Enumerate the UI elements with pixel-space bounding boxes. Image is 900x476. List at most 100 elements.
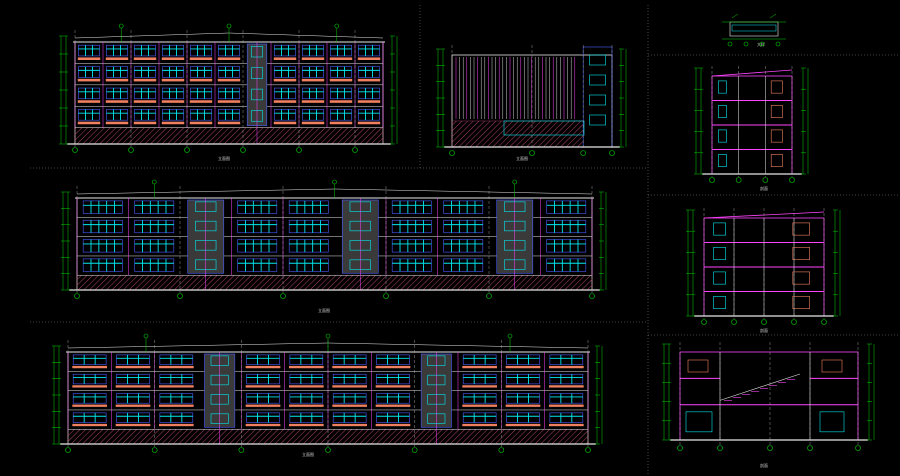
grid-axis-bubble: [762, 177, 769, 183]
spandrel-panel: [329, 78, 353, 82]
section-opening: [819, 411, 845, 433]
window-frame: [462, 393, 497, 404]
window-frame: [506, 412, 540, 423]
grid-axis-bubble: [449, 150, 455, 156]
window-frame: [391, 258, 432, 272]
spandrel-panel: [159, 365, 194, 369]
elevation-marker-bubble: [507, 333, 513, 339]
window-frame: [288, 200, 329, 214]
window-frame: [462, 412, 497, 423]
window-frame: [134, 44, 156, 57]
window-frame: [274, 66, 296, 78]
spandrel-panel: [505, 423, 541, 427]
spandrel-panel: [245, 385, 281, 388]
section-window: [792, 222, 810, 236]
window-frame: [549, 354, 584, 365]
spandrel-panel: [375, 404, 411, 407]
grid-axis-bubble: [759, 41, 765, 47]
elevation-marker-bubble: [226, 23, 232, 29]
window-frame: [443, 219, 484, 234]
section-window: [792, 247, 810, 260]
parapet-line: [327, 342, 589, 349]
window-frame: [72, 412, 107, 423]
grid-axis-bubble: [65, 447, 71, 453]
grid-axis-bubble: [352, 147, 358, 153]
window-frame: [332, 412, 367, 423]
east-elevation-drawing: 立面图: [436, 45, 627, 161]
window-frame: [78, 87, 100, 100]
spandrel-panel: [505, 385, 541, 388]
spandrel-panel: [115, 365, 151, 369]
spandrel-panel: [77, 100, 101, 103]
ground-glazing: [503, 120, 585, 136]
window-frame: [162, 66, 184, 78]
window-frame: [549, 412, 584, 423]
window-frame: [134, 258, 175, 272]
window-frame: [302, 66, 324, 78]
window-frame: [106, 109, 128, 121]
window-frame: [116, 393, 150, 404]
spandrel-panel: [357, 57, 381, 60]
spandrel-panel: [289, 385, 324, 388]
window-frame: [506, 373, 540, 385]
grid-axis-bubble: [821, 319, 827, 325]
section-window: [770, 129, 783, 143]
spandrel-panel: [329, 100, 353, 103]
roof-detail-title: 大样: [757, 41, 765, 47]
window-frame: [134, 239, 175, 253]
window-frame: [274, 44, 296, 57]
section-opening: [718, 154, 727, 167]
spandrel-panel: [105, 78, 129, 82]
window-frame: [302, 44, 324, 57]
window-frame: [190, 66, 212, 78]
section-opening: [713, 296, 726, 309]
grid-axis-bubble: [731, 319, 737, 325]
leader-line: [769, 13, 777, 19]
grid-axis-bubble: [677, 445, 683, 451]
parapet-line: [74, 32, 230, 39]
leader-line: [731, 13, 739, 19]
window-frame: [82, 258, 123, 272]
window-frame: [289, 373, 324, 385]
window-frame: [162, 109, 184, 121]
window-frame: [376, 354, 410, 365]
spandrel-panel: [332, 385, 367, 388]
spandrel-panel: [357, 78, 381, 82]
grid-axis-bubble: [74, 293, 80, 299]
grid-axis-bubble: [580, 150, 587, 156]
window-frame: [332, 373, 367, 385]
spandrel-panel: [289, 423, 324, 427]
spandrel-panel: [72, 385, 107, 388]
window-frame: [246, 393, 280, 404]
window-frame: [159, 393, 194, 404]
window-frame: [330, 109, 352, 121]
window-frame: [358, 66, 380, 78]
west-elevation-drawing: 立面图: [52, 333, 603, 457]
spandrel-panel: [462, 365, 497, 369]
spandrel-panel: [105, 100, 129, 103]
section-opening: [713, 271, 726, 285]
window-frame: [549, 393, 584, 404]
spandrel-panel: [332, 404, 367, 407]
window-frame: [237, 200, 278, 214]
grid-axis-bubble: [609, 150, 615, 156]
section-opening: [718, 129, 727, 143]
south-elevation-drawing: 立面图: [59, 23, 398, 161]
spandrel-panel: [189, 78, 213, 82]
spandrel-panel: [375, 365, 411, 369]
window-frame: [288, 239, 329, 253]
window-frame: [330, 87, 352, 100]
spandrel-panel: [549, 404, 584, 407]
window-frame: [116, 354, 150, 365]
window-frame: [82, 219, 123, 234]
grid-axis-bubble: [727, 41, 733, 47]
spandrel-panel: [133, 100, 157, 103]
window-frame: [274, 87, 296, 100]
spandrel-panel: [189, 57, 213, 60]
window-frame: [134, 219, 175, 234]
window-frame: [302, 109, 324, 121]
window-frame: [376, 412, 410, 423]
window-frame: [190, 87, 212, 100]
window-frame: [72, 354, 107, 365]
